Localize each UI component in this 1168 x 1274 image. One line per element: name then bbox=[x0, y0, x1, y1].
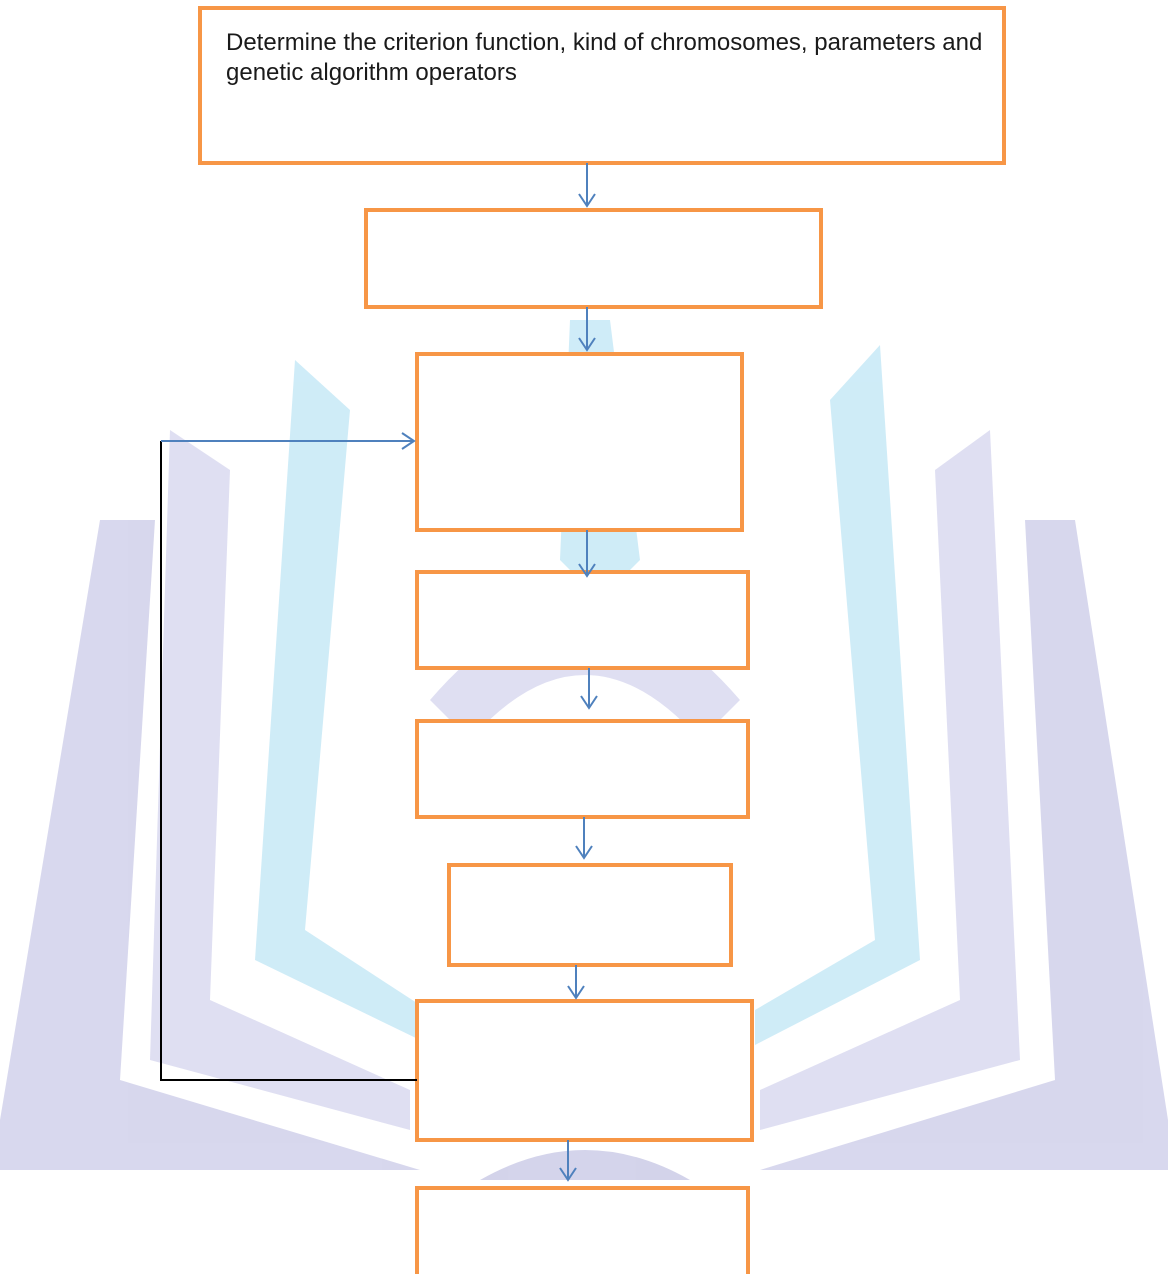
watermark-page-left-outer bbox=[0, 520, 420, 1170]
watermark-page-right-3 bbox=[755, 345, 920, 1045]
flow-boxes bbox=[198, 6, 1006, 1274]
flow-box-step7 bbox=[415, 999, 754, 1142]
watermark-page-right-outer bbox=[760, 520, 1168, 1170]
flow-box-step1 bbox=[198, 6, 1006, 165]
flow-box-step4 bbox=[415, 570, 750, 670]
flow-box-step2 bbox=[364, 208, 823, 309]
watermark-page-left-2 bbox=[150, 430, 410, 1130]
watermark-page-left-3 bbox=[255, 360, 420, 1040]
flow-box-step6 bbox=[447, 863, 733, 967]
feedback-line-black bbox=[160, 441, 417, 1081]
flow-arrows bbox=[559, 163, 598, 1182]
flow-box-step3 bbox=[415, 352, 744, 532]
flow-box-step8 bbox=[415, 1186, 750, 1274]
step1-label: Determine the criterion function, kind o… bbox=[226, 29, 983, 86]
watermark-book-base bbox=[480, 1150, 690, 1180]
watermark-page-right-2 bbox=[760, 430, 1020, 1130]
flow-box-step5 bbox=[415, 719, 750, 819]
feedback-loop bbox=[160, 432, 417, 1081]
